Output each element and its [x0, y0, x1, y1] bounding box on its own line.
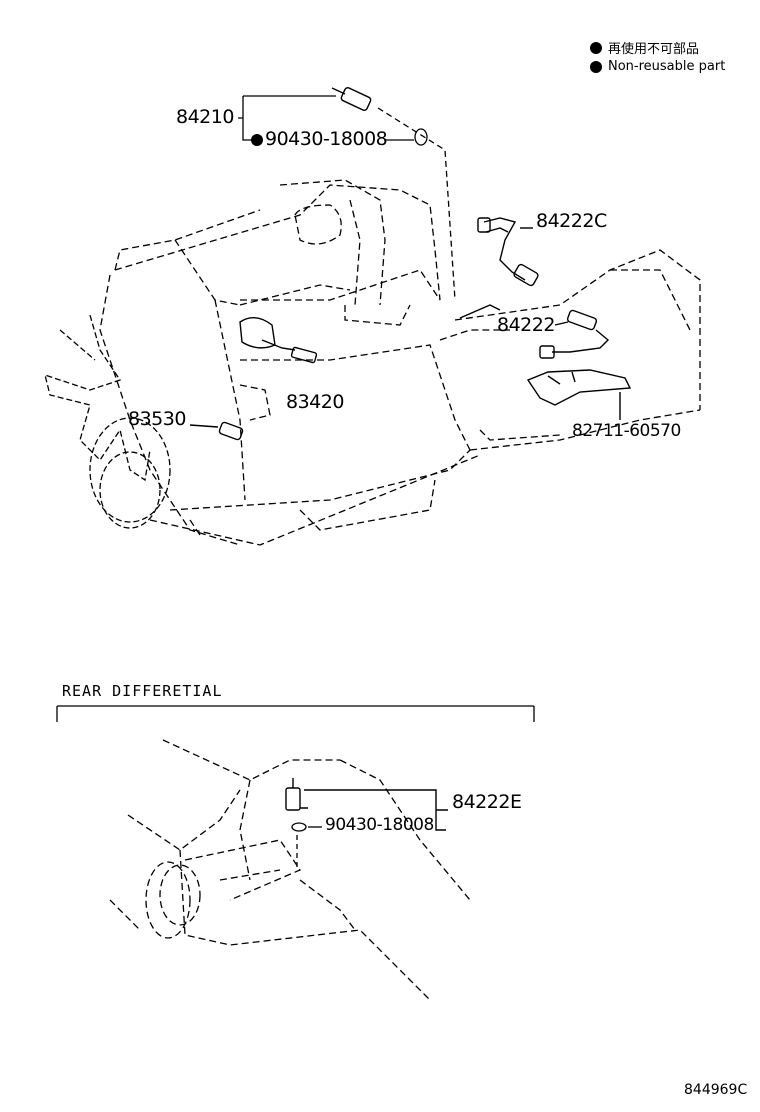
gasket-top: [414, 128, 428, 146]
part-number-90430-top: 90430-18008: [265, 128, 388, 150]
diagram-code: 844969C: [684, 1082, 748, 1098]
part-label-84222E: 84222E: [452, 791, 522, 813]
rear-diff-drawing: [109, 739, 471, 1001]
part-82711-drawing: [526, 369, 632, 420]
part-label-83420: 83420: [286, 391, 344, 413]
part-label-84210: 84210: [176, 106, 234, 128]
legend-en-text: Non-reusable part: [608, 59, 726, 74]
legend-en-row: Non-reusable part: [590, 59, 725, 74]
legend-jp-text: 再使用不可部品: [608, 42, 700, 57]
fan-drawing: [44, 314, 171, 529]
gasket-bottom: [291, 822, 307, 832]
non-reusable-dot-icon: [590, 60, 602, 73]
rear-diff-frame: [56, 705, 535, 722]
rear-differential-title: REAR DIFFERETIAL: [62, 682, 223, 700]
part-84222C-drawing: [477, 217, 539, 287]
non-reusable-dot-icon: [251, 133, 263, 146]
part-label-83530: 83530: [128, 408, 186, 430]
part-label-90430-bottom: 90430-18008: [325, 815, 434, 835]
part-label-90430-top: 90430-18008: [251, 128, 388, 150]
legend-jp-row: 再使用不可部品: [590, 38, 699, 57]
part-84210-drawing: [331, 87, 372, 111]
non-reusable-dot-icon: [590, 41, 602, 54]
part-label-82711: 82711-60570: [572, 421, 681, 441]
part-84222-drawing: [459, 304, 610, 359]
engine-drawing: [99, 179, 701, 546]
part-83420-drawing: [239, 317, 318, 364]
part-84222E-drawing: [285, 778, 448, 831]
part-label-84222C: 84222C: [536, 210, 607, 232]
part-83530-drawing: [189, 421, 244, 441]
part-label-84222: 84222: [497, 314, 555, 336]
